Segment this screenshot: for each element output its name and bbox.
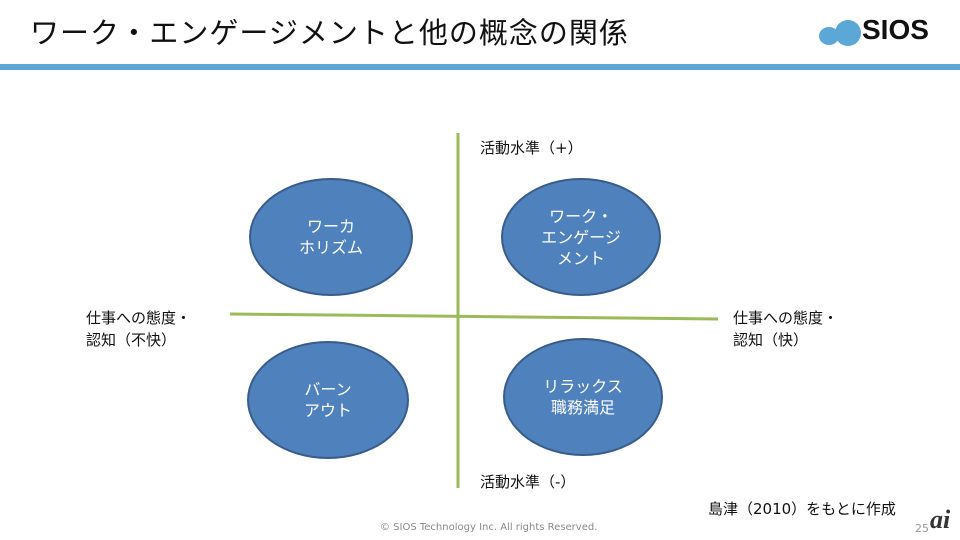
source-note: 島津（2010）をもとに作成 <box>708 500 896 518</box>
logo-text: SIOS <box>862 14 929 45</box>
quadrant-burnout: バーン アウト <box>247 341 409 459</box>
header-divider <box>0 64 960 70</box>
page-title: ワーク・エンゲージメントと他の概念の関係 <box>30 16 629 50</box>
sios-logo-icon <box>819 20 861 46</box>
horizontal-axis <box>229 312 719 321</box>
quadrant-work-engagement: ワーク・ エンゲージ メント <box>501 178 661 296</box>
quadrant-workaholism: ワーカ ホリズム <box>249 178 413 296</box>
watermark-logo: ai <box>930 505 951 534</box>
axis-label-top: 活動水準（+） <box>480 139 583 157</box>
page-number: 25 <box>915 522 929 535</box>
quadrant-relax-satisfaction: リラックス 職務満足 <box>503 338 663 456</box>
axis-label-right: 仕事への態度・ 認知（快） <box>733 309 839 349</box>
copyright: © SIOS Technology Inc. All rights Reserv… <box>380 522 598 533</box>
axis-label-left: 仕事への態度・ 認知（不快） <box>86 309 192 349</box>
axis-label-bottom: 活動水準（-） <box>480 473 576 491</box>
